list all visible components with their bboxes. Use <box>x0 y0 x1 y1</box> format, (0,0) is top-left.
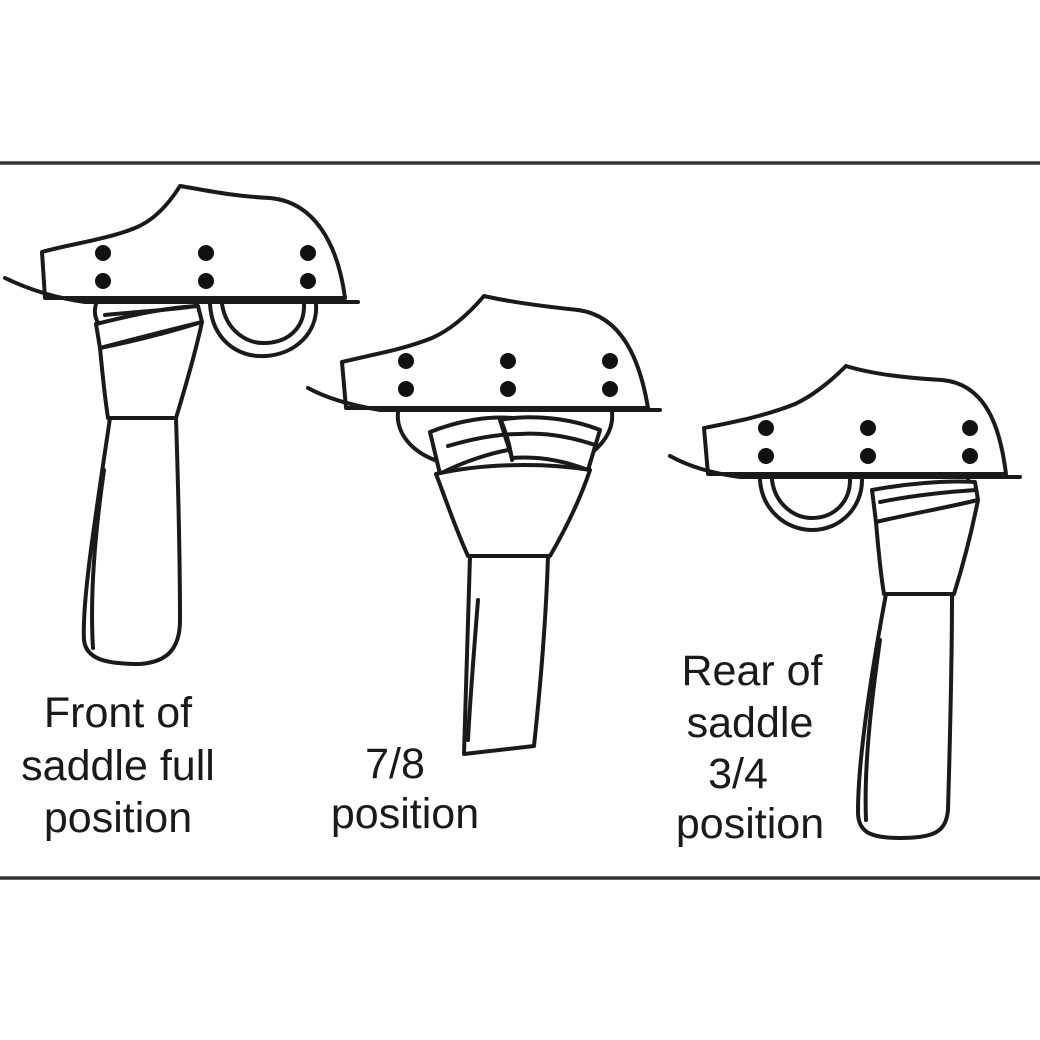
caption-front-full-position: Front of saddle full position <box>21 689 215 842</box>
caption-line: 3/4 <box>708 750 768 798</box>
saddle-skirt <box>40 184 347 300</box>
caption-line: Front of <box>44 689 193 737</box>
dee-ring-front <box>395 410 442 464</box>
caption-line: saddle <box>687 699 814 747</box>
cinch-strap <box>462 554 550 756</box>
cinch-buckle-plate <box>874 498 980 596</box>
caption-line: position <box>676 800 824 848</box>
caption-line: position <box>44 794 192 842</box>
caption-seven-eighths-position: 7/8 position <box>331 740 479 838</box>
cinch-buckle-plate <box>98 320 204 420</box>
cinch-buckle-plate <box>434 463 592 558</box>
cinch-strap <box>81 416 182 666</box>
saddle-skirt <box>702 364 1008 476</box>
caption-line: saddle full <box>21 742 215 790</box>
figure-seven-eighths-position <box>306 294 662 756</box>
caption-line: position <box>331 790 479 838</box>
rivets <box>95 245 316 289</box>
rivets <box>758 420 978 464</box>
horse-back-line <box>3 276 360 304</box>
dee-ring-rear <box>208 302 319 359</box>
caption-line: Rear of <box>681 647 823 695</box>
saddle-skirt <box>340 294 650 410</box>
figure-front-full-position <box>3 184 360 666</box>
cinch-strap <box>856 592 954 840</box>
dee-ring-front <box>758 478 864 532</box>
horse-back-line <box>668 454 1022 479</box>
latigo-wrap-rear <box>498 415 602 472</box>
caption-rear-three-quarter-position: Rear of saddle 3/4 position <box>676 647 824 848</box>
figure-rear-three-quarter-position <box>668 364 1022 840</box>
horse-back-line <box>306 386 662 412</box>
rivets <box>398 353 618 397</box>
caption-line: 7/8 <box>365 740 425 788</box>
